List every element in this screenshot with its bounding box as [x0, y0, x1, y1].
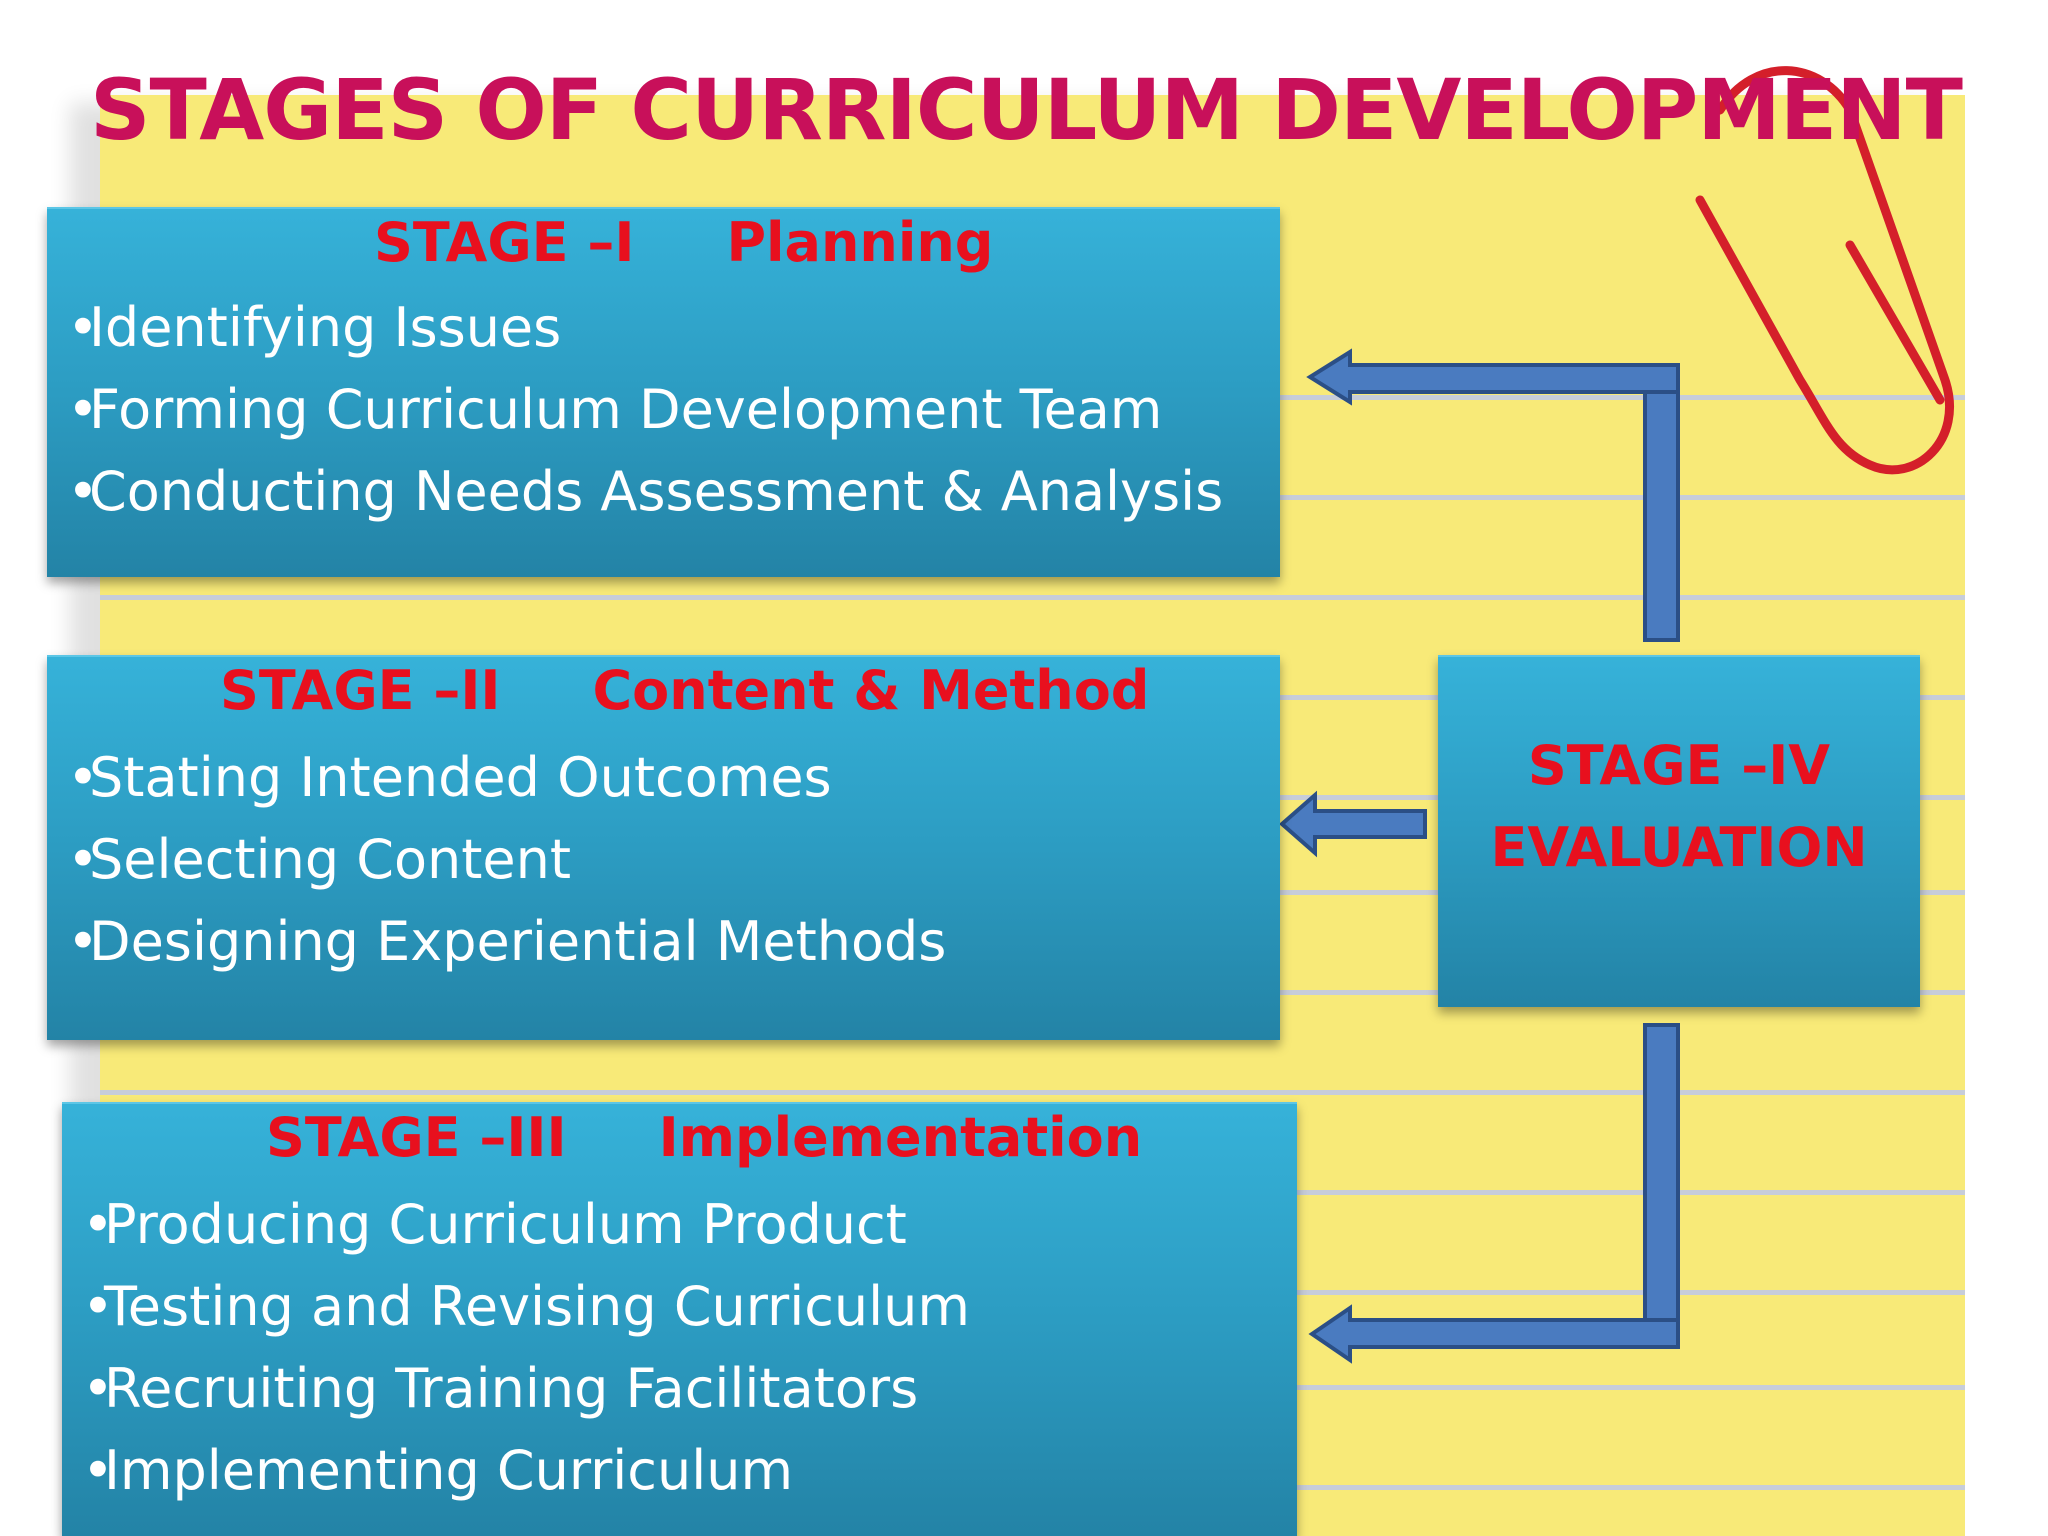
stage-2-heading: STAGE –II Content & Method	[220, 659, 1149, 722]
feedback-arrow-to-stage-2	[1278, 790, 1427, 858]
stage-3-name: Implementation	[658, 1106, 1143, 1169]
list-item: •Recruiting Training Facilitators	[82, 1357, 919, 1420]
ruled-line	[100, 595, 1965, 600]
page-title: STAGES OF CURRICULUM DEVELOPMENT	[90, 61, 1963, 159]
stage-4-evaluation-box: STAGE –IV EVALUATION	[1438, 655, 1920, 1007]
list-item: •Forming Curriculum Development Team	[67, 378, 1163, 441]
stage-3-list: •Producing Curriculum Product •Testing a…	[82, 1184, 970, 1512]
stage-3-number: STAGE –III	[266, 1106, 567, 1169]
list-item: •Stating Intended Outcomes	[67, 746, 832, 809]
stage-4-name: EVALUATION	[1490, 816, 1868, 879]
stage-1-name: Planning	[726, 211, 994, 274]
stage-2-number: STAGE –II	[220, 659, 501, 722]
stage-2-box: STAGE –II Content & Method •Stating Inten…	[47, 655, 1280, 1040]
stage-3-heading: STAGE –III Implementation	[266, 1106, 1142, 1169]
stage-2-name: Content & Method	[592, 659, 1150, 722]
paperclip-icon	[1695, 66, 1954, 475]
list-item: •Selecting Content	[67, 828, 572, 891]
stage-1-number: STAGE –I	[374, 211, 635, 274]
stage-1-heading: STAGE –I Planning	[374, 211, 993, 274]
list-item: •Identifying Issues	[67, 296, 562, 359]
list-item: •Testing and Revising Curriculum	[82, 1275, 970, 1338]
feedback-arrow-to-stage-1	[1306, 348, 1680, 642]
list-item: •Producing Curriculum Product	[82, 1193, 907, 1256]
feedback-arrow-to-stage-3	[1308, 1023, 1680, 1364]
list-item: •Designing Experiential Methods	[67, 910, 947, 973]
stage-1-box: STAGE –I Planning •Identifying Issues •Fo…	[47, 207, 1280, 577]
stage-3-box: STAGE –III Implementation •Producing Curr…	[62, 1102, 1297, 1536]
stage-1-list: •Identifying Issues •Forming Curriculum …	[67, 287, 1223, 533]
list-item: •Conducting Needs Assessment & Analysis	[67, 460, 1224, 523]
stage-2-list: •Stating Intended Outcomes •Selecting Co…	[67, 737, 946, 983]
feedback-arrow-to-stage-1	[1310, 362, 1662, 645]
list-item: •Implementing Curriculum	[82, 1439, 794, 1502]
ruled-line	[100, 1090, 1965, 1095]
stage-4-number: STAGE –IV	[1527, 734, 1831, 797]
